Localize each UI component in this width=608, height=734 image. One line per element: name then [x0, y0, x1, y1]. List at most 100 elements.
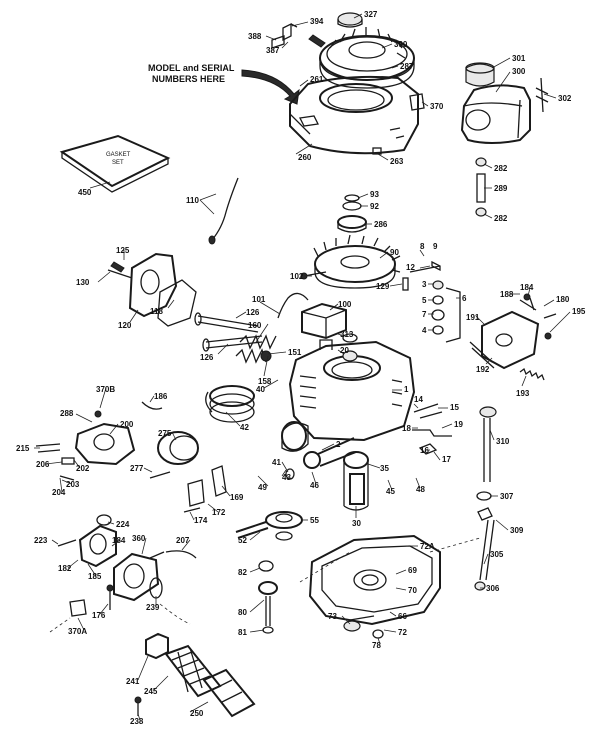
label-42: 42 [240, 423, 249, 432]
o-ring-307 [476, 491, 492, 501]
label-302: 302 [558, 94, 572, 103]
primer-360 [113, 550, 197, 602]
spring-clip-394 [271, 22, 298, 49]
label-15: 15 [450, 403, 459, 412]
label-126-b: 126 [200, 353, 214, 362]
gasket-118 [157, 279, 197, 327]
air-cleaner-adapter [57, 524, 117, 568]
label-69: 69 [408, 566, 417, 575]
valve-springs [235, 334, 277, 364]
label-193: 193 [516, 389, 530, 398]
label-307: 307 [500, 492, 514, 501]
spring-193 [519, 367, 545, 381]
label-301: 301 [512, 54, 526, 63]
label-245: 245 [144, 687, 158, 696]
intake-housing [107, 252, 178, 318]
label-184-b: 184 [112, 536, 126, 545]
label-102: 102 [290, 272, 304, 281]
label-129: 129 [376, 282, 390, 291]
label-388: 388 [248, 32, 262, 41]
governor-linkage [412, 403, 452, 455]
label-184: 184 [520, 283, 534, 292]
label-19: 19 [454, 420, 463, 429]
part-labels: 327 394 388 387 390 287 261 370 260 263 … [16, 10, 586, 726]
label-288: 288 [60, 409, 74, 418]
plug-78 [372, 629, 384, 639]
label-12: 12 [406, 263, 415, 272]
label-282-a: 282 [494, 164, 508, 173]
label-263: 263 [390, 157, 404, 166]
fuel-line-289 [475, 157, 487, 217]
label-8: 8 [420, 242, 425, 251]
label-192: 192 [476, 365, 490, 374]
ignition-coil [277, 292, 347, 340]
note-line2: NUMBERS HERE [152, 74, 225, 84]
label-202: 202 [76, 464, 90, 473]
leader-lines [34, 13, 571, 721]
label-72: 72 [398, 628, 407, 637]
label-182: 182 [58, 564, 72, 573]
label-370b: 370B [96, 385, 115, 394]
clip-186 [141, 401, 163, 410]
label-387: 387 [266, 46, 280, 55]
gear-80 [258, 581, 278, 634]
label-176: 176 [92, 611, 106, 620]
label-186: 186 [154, 392, 168, 401]
label-200: 200 [120, 420, 134, 429]
label-55: 55 [310, 516, 319, 525]
screw-238 [134, 696, 142, 716]
intake-gaskets [183, 465, 227, 513]
decal-370 [409, 93, 425, 111]
label-390: 390 [394, 40, 408, 49]
label-4: 4 [422, 326, 427, 335]
dipstick [479, 406, 497, 482]
label-72a: 72A [420, 542, 435, 551]
label-450: 450 [78, 188, 92, 197]
label-360: 360 [132, 534, 146, 543]
starter-handle [337, 12, 363, 28]
label-250: 250 [190, 709, 204, 718]
label-14: 14 [414, 395, 423, 404]
label-40: 40 [256, 385, 265, 394]
filter-base-241 [145, 632, 169, 660]
label-287: 287 [400, 62, 414, 71]
label-204: 204 [52, 488, 66, 497]
filter-cover-250 [202, 668, 256, 718]
label-310: 310 [496, 437, 510, 446]
fuel-tank [460, 84, 531, 144]
label-17: 17 [442, 455, 451, 464]
label-3: 3 [422, 280, 427, 289]
crankshaft [343, 451, 369, 511]
label-93: 93 [370, 190, 379, 199]
label-100: 100 [338, 300, 352, 309]
gasket-label-2: SET [112, 160, 124, 166]
label-78: 78 [372, 641, 381, 650]
label-174: 174 [194, 516, 208, 525]
flywheel [313, 234, 401, 289]
cylinder-block [288, 339, 416, 442]
label-261: 261 [310, 75, 324, 84]
label-2: 2 [336, 440, 341, 449]
label-191: 191 [466, 313, 480, 322]
label-130: 130 [76, 278, 90, 287]
label-49: 49 [258, 483, 267, 492]
gasket-label-1: GASKET [106, 152, 131, 158]
label-66: 66 [398, 612, 407, 621]
label-43: 43 [282, 473, 291, 482]
label-20: 20 [340, 346, 349, 355]
label-80: 80 [238, 608, 247, 617]
label-5: 5 [422, 296, 427, 305]
crankcase-cover [299, 534, 481, 626]
label-30: 30 [352, 519, 361, 528]
label-35: 35 [380, 464, 389, 473]
gasket-set-box: GASKET SET [59, 134, 171, 193]
label-203: 203 [66, 480, 80, 489]
label-48: 48 [416, 485, 425, 494]
label-110: 110 [186, 196, 199, 205]
recoil-starter [308, 27, 415, 89]
note-line1: MODEL and SERIAL [148, 63, 235, 73]
label-70: 70 [408, 586, 417, 595]
label-120: 120 [118, 321, 132, 330]
muffler [149, 431, 199, 479]
